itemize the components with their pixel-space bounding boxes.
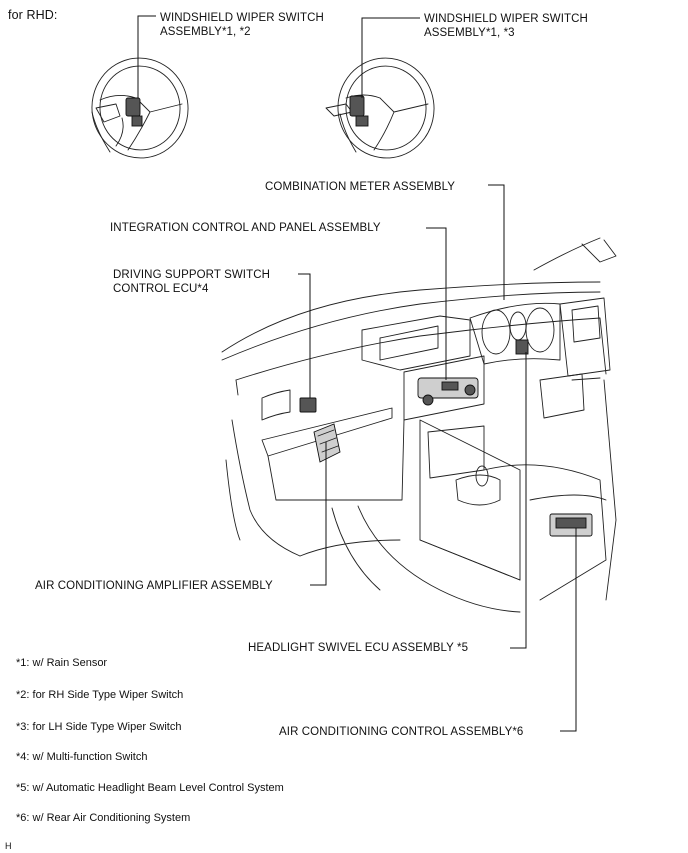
callout-driving-support-ecu: DRIVING SUPPORT SWITCH CONTROL ECU*4 [113,269,271,295]
leader-combination-meter [488,184,505,300]
footnote-6: *6: w/ Rear Air Conditioning System [16,812,191,824]
leader-integration-panel [426,227,447,380]
footnote-3: *3: for LH Side Type Wiper Switch [16,721,182,733]
figure-code: H [5,841,12,851]
callout-wiper-switch-rh: WINDSHIELD WIPER SWITCH ASSEMBLY*1, *2 [160,12,324,38]
footnote-5: *5: w/ Automatic Headlight Beam Level Co… [16,782,284,794]
callout-wiper-switch-lh: WINDSHIELD WIPER SWITCH ASSEMBLY*1, *3 [424,13,588,39]
leader-wiper-rh [137,15,156,98]
footnote-2: *2: for RH Side Type Wiper Switch [16,689,184,701]
steering-wheel-rh-icon [91,57,189,159]
footnote-4: *4: w/ Multi-function Switch [16,751,148,763]
leader-wiper-lh [361,17,420,98]
leader-ac-amplifier [310,442,327,586]
scope-label: for RHD: [8,8,58,22]
leader-ac-control [560,528,577,732]
callout-ac-control: AIR CONDITIONING CONTROL ASSEMBLY*6 [279,726,524,738]
callout-integration-panel: INTEGRATION CONTROL AND PANEL ASSEMBLY [110,222,381,234]
steering-wheel-lh-icon [325,57,435,159]
dashboard-icon [221,237,617,613]
callout-headlight-swivel-ecu: HEADLIGHT SWIVEL ECU ASSEMBLY *5 [248,642,469,654]
footnote-1: *1: w/ Rain Sensor [16,657,108,669]
leader-headlight-swivel [510,352,527,649]
leader-driving-support [298,273,311,398]
callout-ac-amplifier: AIR CONDITIONING AMPLIFIER ASSEMBLY [35,580,273,592]
callout-combination-meter: COMBINATION METER ASSEMBLY [265,181,456,193]
